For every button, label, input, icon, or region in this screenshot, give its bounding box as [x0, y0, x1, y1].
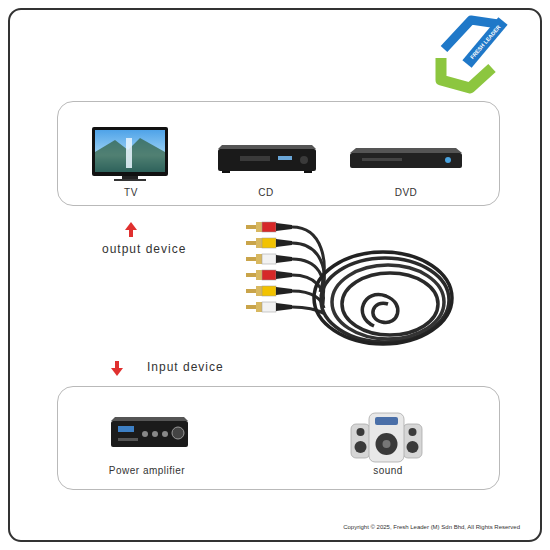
tv-icon [92, 127, 168, 181]
panel-heading: Input device [147, 360, 224, 374]
logo [441, 20, 503, 88]
device-label: CD [258, 187, 273, 199]
amplifier-icon [111, 417, 188, 447]
device-label: TV [124, 187, 138, 199]
cd-player-icon [218, 145, 316, 173]
device-label: DVD [395, 187, 418, 199]
output-arrow [125, 222, 137, 237]
rca-cable [246, 222, 452, 344]
device-label: sound [373, 465, 403, 477]
speaker-icon [351, 413, 422, 462]
logo-text: FRESH LEADER [469, 24, 502, 60]
output-panel: output device [57, 101, 500, 206]
copyright-note: Copyright © 2025, Fresh Leader (M) Sdn B… [343, 524, 520, 531]
outer-frame [9, 9, 541, 541]
device-label: Power amplifier [109, 465, 185, 477]
panel-heading: output device [102, 242, 186, 256]
dvd-player-icon [350, 148, 462, 168]
input-arrow [111, 361, 123, 376]
